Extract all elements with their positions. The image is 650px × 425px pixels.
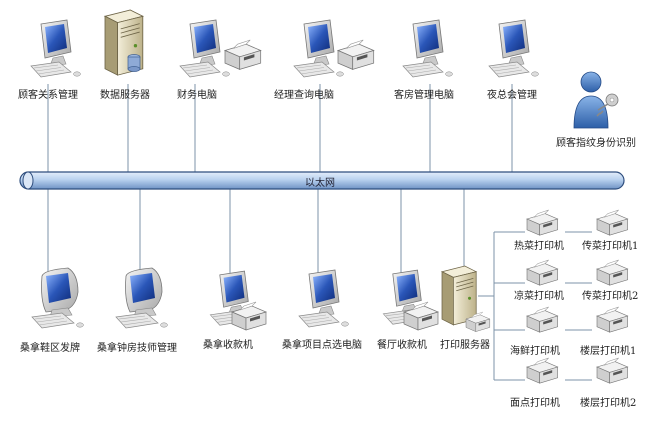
node-label-sauna-pos: 桑拿收款机 <box>203 340 253 351</box>
ethernet-bus-left-cap <box>22 171 34 190</box>
crt-computer-icon <box>115 267 168 329</box>
printer-icon <box>596 357 629 384</box>
printer-icon <box>224 39 262 70</box>
desktop-computer-icon <box>293 19 344 78</box>
printer-label-floor-1: 楼层打印机1 <box>580 346 637 357</box>
printer-label-floor-2: 楼层打印机2 <box>580 398 637 409</box>
printer-label-cold: 凉菜打印机 <box>514 291 564 302</box>
desktop-computer-icon <box>402 19 453 78</box>
node-label-sauna-clock: 桑拿钟房技师管理 <box>97 343 177 354</box>
connection-lines <box>47 84 592 381</box>
printer-icon <box>596 209 629 236</box>
desktop-computer-icon <box>179 19 230 78</box>
printer-icon <box>526 259 559 286</box>
node-label-restaurant-pos: 餐厅收款机 <box>377 340 427 351</box>
node-label-print-server: 打印服务器 <box>440 340 490 351</box>
printer-icon <box>526 306 559 333</box>
node-label-data-server: 数据服务器 <box>100 90 150 101</box>
ethernet-bus-body <box>19 171 625 190</box>
node-label-crm: 顾客关系管理 <box>18 90 78 101</box>
node-label-sauna-select: 桑拿项目点选电脑 <box>282 340 362 351</box>
printer-label-hot: 热菜打印机 <box>514 241 564 252</box>
printer-label-pastry: 面点打印机 <box>510 398 560 409</box>
node-label-manager-pc: 经理查询电脑 <box>274 90 334 101</box>
printer-icon <box>596 306 629 333</box>
crt-computer-icon <box>31 267 84 329</box>
printer-label-serve-1: 传菜打印机1 <box>582 241 639 252</box>
node-label-sauna-shoe: 桑拿鞋区发牌 <box>20 343 80 354</box>
fingerprint-label: 顾客指纹身份识别 <box>556 138 636 149</box>
desktop-computer-icon <box>488 19 539 78</box>
device-icons <box>30 9 629 384</box>
ethernet-bus-label: 以太网 <box>305 178 335 189</box>
database-icon <box>127 54 141 72</box>
print-server-icon <box>441 265 477 326</box>
node-label-finance-pc: 财务电脑 <box>177 90 217 101</box>
node-label-nightclub: 夜总会管理 <box>487 90 537 101</box>
printer-icon <box>526 357 559 384</box>
printer-icon <box>526 209 559 236</box>
printer-label-serve-2: 传菜打印机2 <box>582 291 639 302</box>
printer-icon <box>337 39 375 70</box>
printer-icon <box>596 259 629 286</box>
user-key-icon <box>573 71 619 129</box>
ethernet-bus <box>19 171 625 190</box>
desktop-computer-icon <box>298 269 349 328</box>
printer-label-seafood: 海鲜打印机 <box>510 346 560 357</box>
node-label-room-pc: 客房管理电脑 <box>394 90 454 101</box>
desktop-computer-icon <box>30 19 81 78</box>
